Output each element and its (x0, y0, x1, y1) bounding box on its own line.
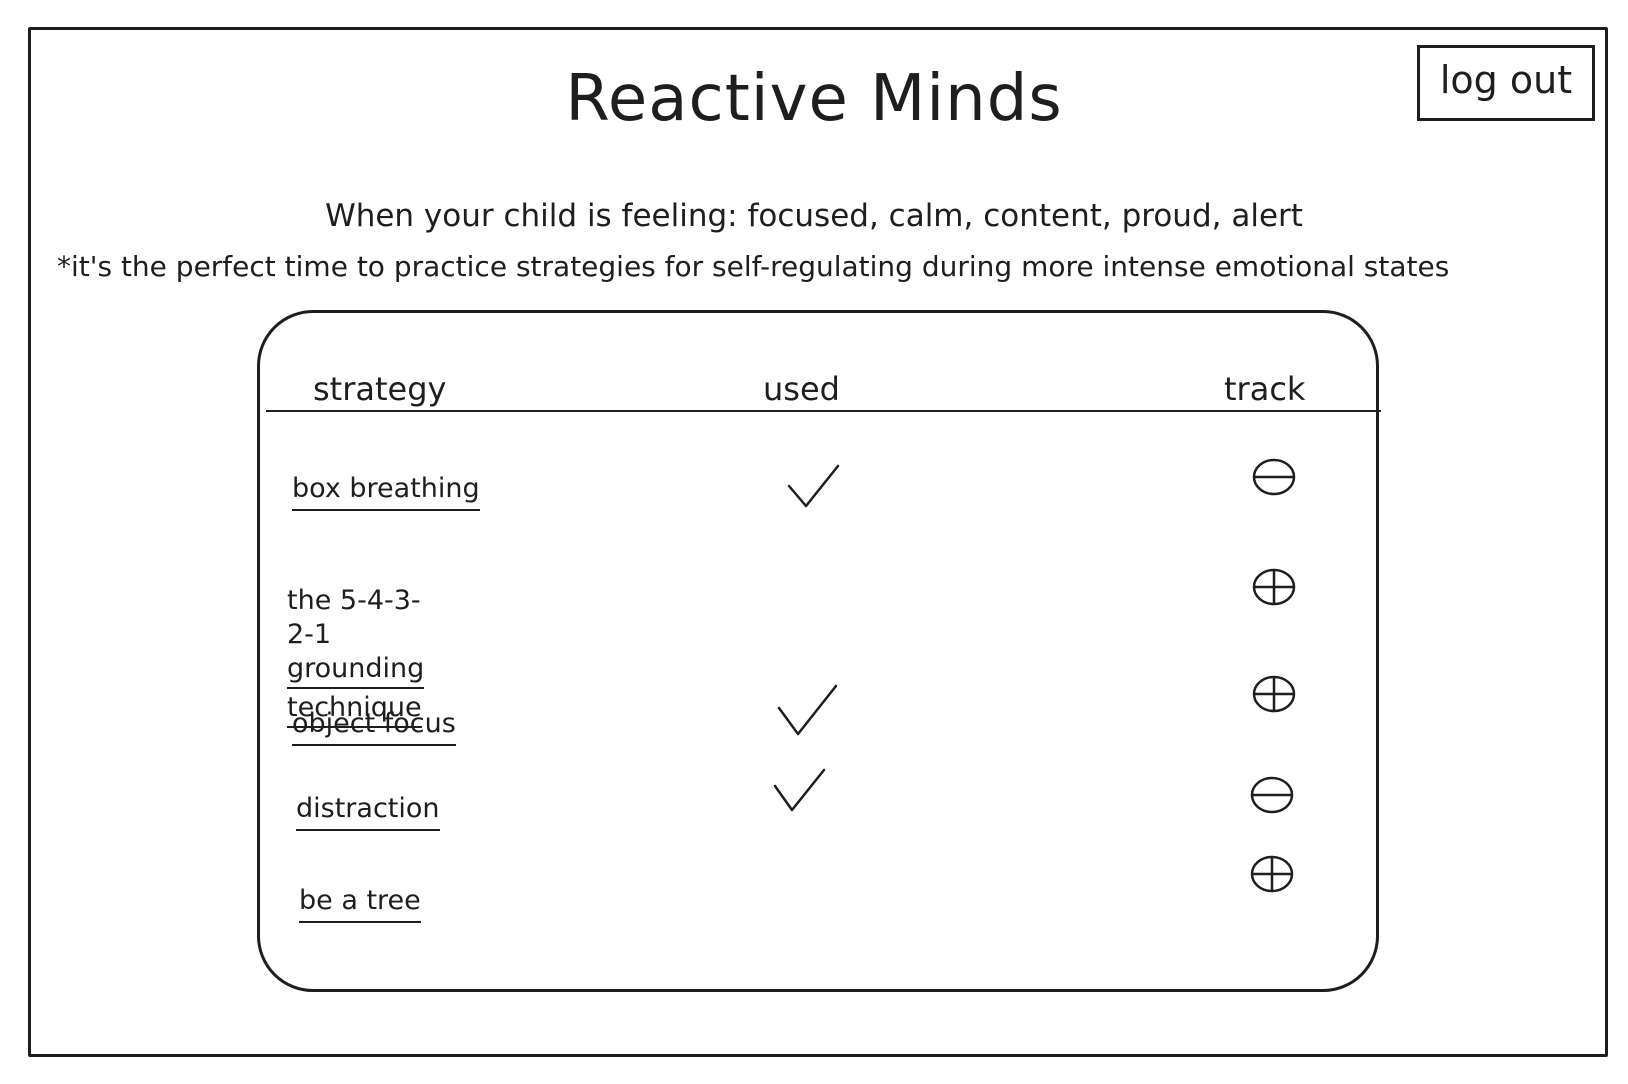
strategy-link-be-a-tree[interactable]: be a tree (299, 884, 421, 923)
app-frame (28, 27, 1608, 1057)
minus-circle-icon (1250, 776, 1294, 814)
check-icon (777, 684, 838, 736)
strategy-link-distraction[interactable]: distraction (296, 792, 440, 831)
minus-circle-icon (1252, 458, 1296, 496)
strategy-link-line: the 5-4-3-2-1 grounding (287, 584, 425, 689)
track-minus-button[interactable] (1252, 455, 1296, 499)
check-icon (787, 464, 840, 508)
track-plus-button[interactable] (1250, 852, 1294, 896)
practice-note: *it's the perfect time to practice strat… (57, 250, 1450, 283)
strategy-link-object-focus[interactable]: object focus (292, 707, 456, 746)
plus-circle-icon (1250, 855, 1294, 893)
column-header-track: track (1224, 370, 1306, 408)
plus-circle-icon (1252, 568, 1296, 606)
strategy-link-line: technique (287, 691, 422, 728)
strategy-panel (257, 310, 1379, 992)
strategy-link-box-breathing[interactable]: box breathing (292, 472, 480, 511)
track-minus-button[interactable] (1250, 773, 1294, 817)
column-header-used: used (763, 370, 840, 408)
column-header-strategy: strategy (313, 370, 447, 408)
track-plus-button[interactable] (1252, 672, 1296, 716)
feelings-line: When your child is feeling: focused, cal… (325, 198, 1303, 234)
track-plus-button[interactable] (1252, 565, 1296, 609)
strategy-link-grounding-technique[interactable]: the 5-4-3-2-1 grounding technique (287, 584, 425, 731)
check-icon (773, 768, 826, 812)
header-divider (266, 410, 1381, 412)
logout-button[interactable]: log out (1417, 45, 1595, 121)
plus-circle-icon (1252, 675, 1296, 713)
app-title: Reactive Minds (565, 62, 1063, 136)
